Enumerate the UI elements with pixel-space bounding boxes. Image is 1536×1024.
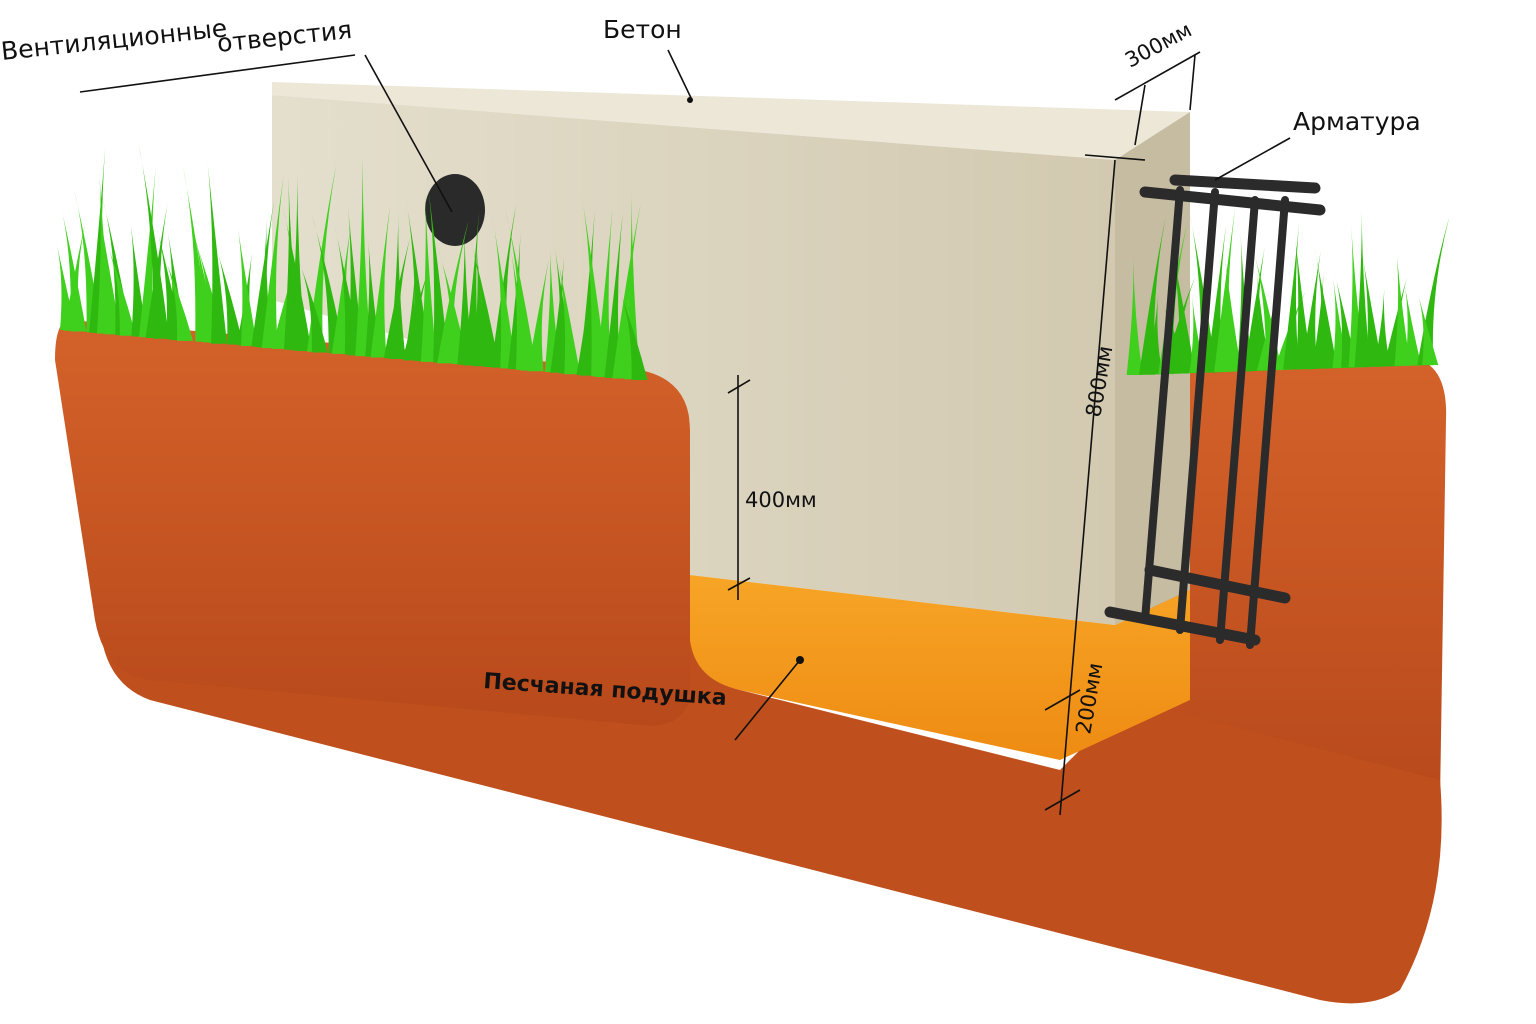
- grass-blade: [437, 220, 469, 364]
- grass-blade: [282, 205, 312, 352]
- grass-blade: [1404, 282, 1422, 366]
- grass-blade: [297, 257, 328, 353]
- grass: [55, 141, 1450, 380]
- grass-blade: [1214, 209, 1236, 372]
- grass-blade: [1224, 255, 1242, 372]
- grass-blade: [1314, 247, 1338, 369]
- grass-blade: [206, 151, 228, 344]
- concrete-top-face: [272, 82, 1190, 160]
- grass-blade: [60, 202, 87, 332]
- grass-blade: [1189, 210, 1217, 373]
- grass-blade: [55, 239, 77, 330]
- grass-blade: [261, 175, 284, 349]
- grass-blade: [236, 220, 257, 346]
- grass-blade: [492, 216, 517, 369]
- grass-blade: [420, 189, 437, 362]
- concrete-label: Бетон: [603, 15, 682, 44]
- vent-label-line1: Вентиляционные: [0, 13, 228, 66]
- grass-blade: [365, 237, 382, 357]
- dim-width-300: 300мм: [1121, 18, 1196, 73]
- grass-blade: [129, 218, 148, 337]
- grass-blade: [426, 173, 450, 363]
- grass-blade: [1332, 277, 1349, 369]
- grass-blade: [617, 284, 648, 380]
- dim-height-400: 400мм: [745, 488, 817, 512]
- grass-blade: [1301, 250, 1321, 369]
- grass-blade: [162, 253, 194, 341]
- grass-blade: [1126, 259, 1143, 375]
- grass-blade: [1417, 217, 1450, 366]
- grass-blade: [1146, 293, 1163, 375]
- grass-blade: [527, 260, 549, 372]
- grass-blade: [138, 141, 170, 339]
- grass-blade: [579, 210, 596, 376]
- grass-blade: [1374, 288, 1391, 367]
- grass-blade: [1283, 222, 1300, 370]
- grass-blade: [1206, 224, 1227, 373]
- grass-blade: [595, 208, 613, 378]
- vent-label-line2: отверстия: [216, 15, 354, 58]
- grass-blade: [469, 234, 500, 367]
- grass-blade: [463, 210, 480, 366]
- grass-blade: [306, 164, 337, 352]
- grass-blade: [1254, 271, 1271, 371]
- grass-blade: [473, 242, 490, 367]
- grass-blade: [556, 254, 581, 375]
- grass-blade: [389, 213, 406, 359]
- grass-blade: [624, 191, 641, 380]
- grass-blade: [138, 168, 156, 338]
- annotation-lines: [79, 49, 1291, 816]
- grass-blade: [215, 244, 244, 345]
- grass-blade: [1348, 222, 1365, 368]
- rebar-cage: [1104, 174, 1326, 649]
- grass-blade: [283, 176, 300, 350]
- concrete-front-face: [272, 95, 1115, 625]
- grass-blade: [311, 214, 345, 354]
- rebar-label: Арматура: [1293, 107, 1421, 136]
- grass-blade: [98, 208, 121, 335]
- grass-blade: [331, 223, 352, 354]
- grass-blade: [1189, 295, 1206, 373]
- grass-blade: [504, 208, 537, 371]
- grass-blade: [355, 155, 372, 357]
- sand-cushion: [690, 575, 1190, 760]
- grass-blade: [1354, 210, 1371, 368]
- grass-blade: [612, 203, 641, 379]
- grass-blade: [347, 201, 365, 356]
- grass-blade: [370, 206, 390, 358]
- grass-blade: [1139, 218, 1166, 375]
- soil-right-block: [1130, 360, 1447, 800]
- grass-blade: [1294, 232, 1312, 370]
- grass-blade: [251, 200, 275, 347]
- grass-blade: [1394, 249, 1411, 366]
- grass-blade: [105, 238, 136, 336]
- grass-blade: [1362, 253, 1383, 367]
- soil-left-block: [55, 320, 690, 726]
- grass-blade: [1417, 292, 1439, 365]
- vent-hole-icon: [425, 174, 485, 246]
